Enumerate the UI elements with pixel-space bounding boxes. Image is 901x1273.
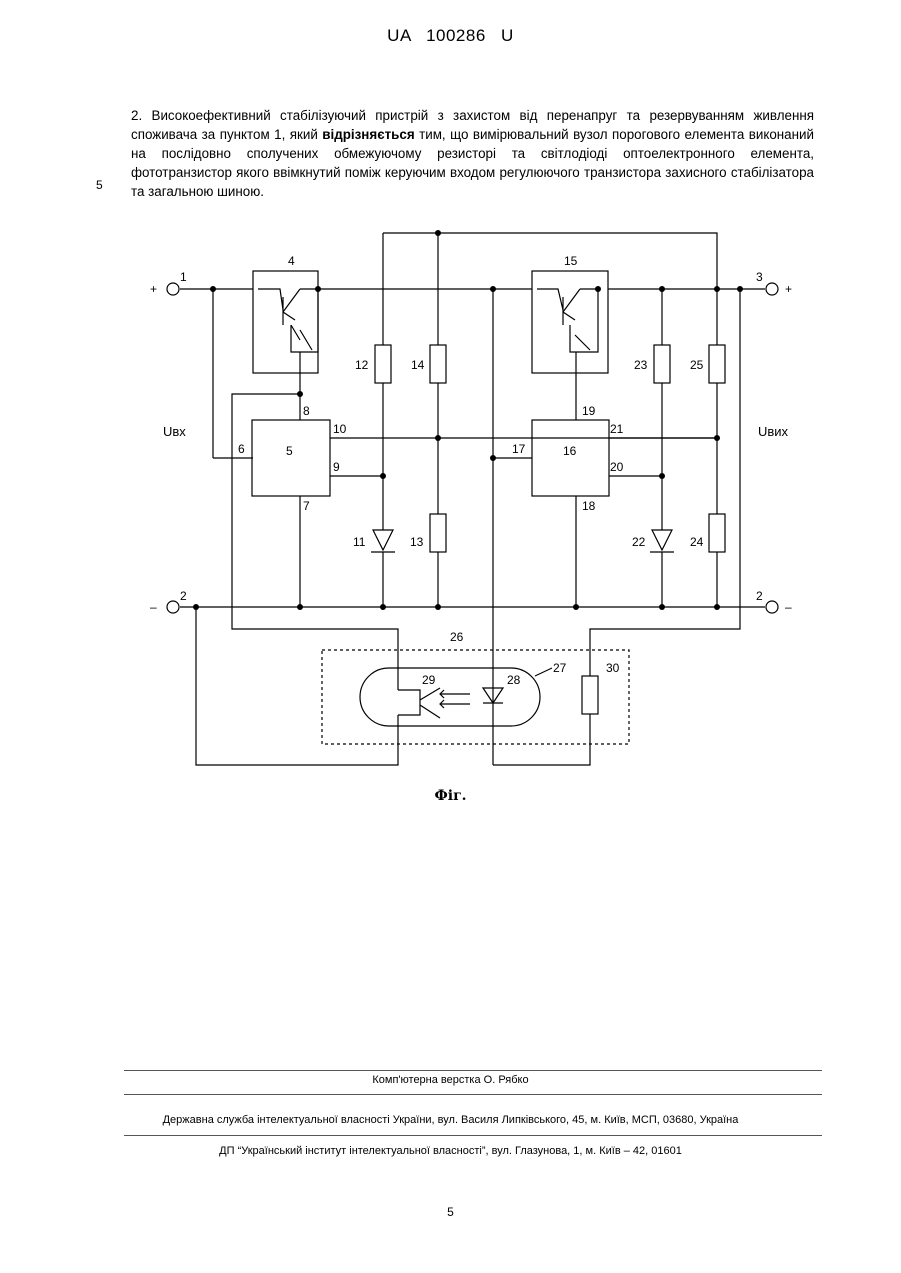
label-18: 18	[582, 499, 596, 513]
label-9: 9	[333, 460, 340, 474]
label-23: 23	[634, 358, 648, 372]
label-4: 4	[288, 254, 295, 268]
resistor-23	[654, 345, 670, 383]
label-22: 22	[632, 535, 646, 549]
label-5: 5	[286, 444, 293, 458]
resistor-25	[709, 345, 725, 383]
label-28: 28	[507, 673, 521, 687]
label-15: 15	[564, 254, 578, 268]
zener-diode-11	[371, 530, 395, 552]
label-26: 26	[450, 630, 464, 644]
page-number: 5	[0, 1205, 901, 1219]
label-21: 21	[610, 422, 624, 436]
label-2-in: 2	[180, 589, 187, 603]
label-3: 3	[756, 270, 763, 284]
label-30: 30	[606, 661, 620, 675]
optocoupler-boundary-26	[322, 650, 629, 744]
label-20: 20	[610, 460, 624, 474]
label-13: 13	[410, 535, 424, 549]
terminal-1	[167, 283, 179, 295]
footer-divider-bottom	[124, 1135, 822, 1136]
footer-layout-credit: Комп'ютерна верстка О. Рябко	[0, 1074, 901, 1086]
block-16-control-unit	[532, 420, 609, 496]
label-29: 29	[422, 673, 436, 687]
footer-agency: Державна служба інтелектуальної власност…	[0, 1114, 901, 1126]
wire-top-bus	[383, 233, 717, 289]
label-19: 19	[582, 404, 596, 418]
label-minus-out: –	[785, 600, 792, 614]
label-16: 16	[563, 444, 577, 458]
footer-institute: ДП “Український інститут інтелектуальної…	[0, 1145, 901, 1157]
label-17: 17	[512, 442, 526, 456]
resistor-13	[430, 514, 446, 552]
label-10: 10	[333, 422, 347, 436]
label-uout: Uвих	[758, 424, 789, 439]
footer-divider-middle	[124, 1094, 822, 1095]
phototransistor-29	[398, 688, 440, 718]
label-11: 11	[353, 535, 366, 549]
resistor-12	[375, 345, 391, 383]
figure-caption: Фіг.	[0, 788, 901, 804]
label-plus-out: +	[785, 282, 792, 296]
label-24: 24	[690, 535, 704, 549]
label-8: 8	[303, 404, 310, 418]
label-12: 12	[355, 358, 369, 372]
label-uin: Uвх	[163, 424, 186, 439]
zener-diode-22	[650, 530, 674, 552]
label-25: 25	[690, 358, 704, 372]
block-15-transistor	[532, 271, 608, 373]
footer-divider-top	[124, 1070, 822, 1071]
terminal-3	[766, 283, 778, 295]
terminal-2-in	[167, 601, 179, 613]
label-plus-in: +	[150, 282, 157, 296]
label-1: 1	[180, 270, 187, 284]
block-4-transistor	[253, 271, 318, 373]
label-7: 7	[303, 499, 310, 513]
label-minus-in: –	[150, 600, 157, 614]
resistor-24	[709, 514, 725, 552]
label-14: 14	[411, 358, 425, 372]
resistor-14	[430, 345, 446, 383]
terminal-2-out	[766, 601, 778, 613]
label-2-out: 2	[756, 589, 763, 603]
label-6: 6	[238, 442, 245, 456]
block-5-control-unit	[252, 420, 330, 496]
resistor-30	[582, 676, 598, 714]
label-27: 27	[553, 661, 567, 675]
